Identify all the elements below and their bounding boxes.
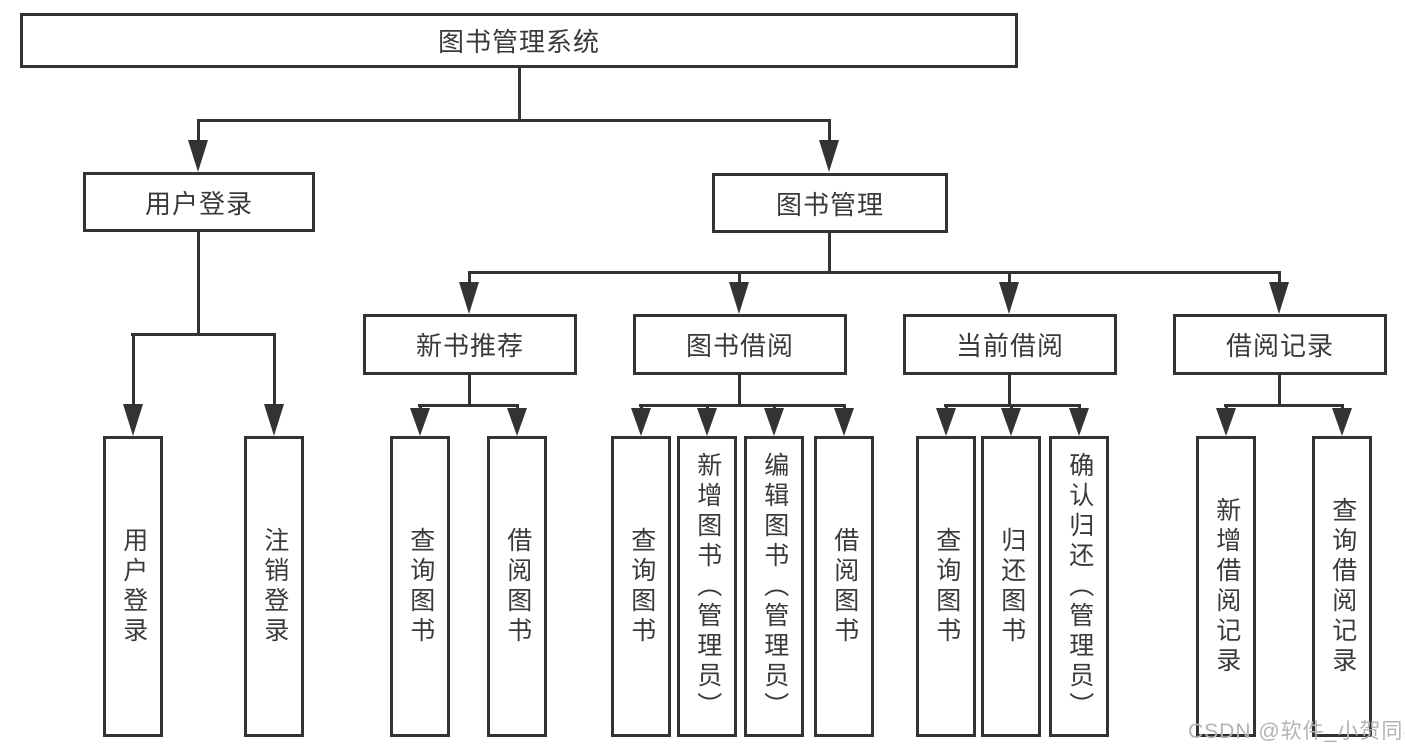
connector-arrow xyxy=(697,408,717,436)
connector-line xyxy=(197,229,200,335)
node-label: 新增借阅记录 xyxy=(1212,496,1241,677)
connector-arrow xyxy=(1269,282,1289,314)
connector-line xyxy=(131,333,276,336)
connector-line xyxy=(1008,271,1011,284)
leaf-edit-book-admin: 编辑图书（管理员） xyxy=(744,436,804,737)
connector-arrow xyxy=(729,282,749,314)
connector-line xyxy=(1008,372,1011,406)
node-book-management: 图书管理 xyxy=(712,173,948,233)
connector-line xyxy=(828,119,831,142)
leaf-user-login: 用户登录 xyxy=(103,436,163,737)
csdn-watermark: CSDN @软件_小贺同学 xyxy=(1188,720,1405,743)
connector-line xyxy=(197,119,831,122)
leaf-return-book: 归还图书 xyxy=(981,436,1041,737)
leaf-logout: 注销登录 xyxy=(244,436,304,737)
node-label: 确认归还（管理员） xyxy=(1065,451,1094,722)
node-label: 查询图书 xyxy=(627,526,656,647)
node-label: 借阅记录 xyxy=(1225,331,1334,361)
node-label: 新书推荐 xyxy=(415,331,524,361)
connector-arrow xyxy=(819,140,839,172)
connector-line xyxy=(738,271,741,284)
node-label: 图书管理系统 xyxy=(437,27,600,57)
node-label: 查询借阅记录 xyxy=(1328,496,1357,677)
node-label: 图书借阅 xyxy=(685,331,794,361)
connector-arrow xyxy=(1069,408,1089,436)
node-label: 注销登录 xyxy=(260,526,289,647)
connector-line xyxy=(468,271,1281,274)
connector-arrow xyxy=(999,282,1019,314)
node-book-borrow: 图书借阅 xyxy=(633,314,847,375)
node-label: 当前借阅 xyxy=(955,331,1064,361)
connector-arrow xyxy=(631,408,651,436)
connector-arrow xyxy=(936,408,956,436)
leaf-borrow-book-2: 借阅图书 xyxy=(814,436,874,737)
connector-line xyxy=(738,372,741,406)
connector-line xyxy=(1278,271,1281,284)
connector-line xyxy=(197,119,200,142)
connector-arrow xyxy=(1001,408,1021,436)
connector-line xyxy=(1278,372,1281,406)
leaf-query-book-3: 查询图书 xyxy=(916,436,976,737)
node-label: 图书管理 xyxy=(775,189,884,220)
connector-arrow xyxy=(834,408,854,436)
connector-arrow xyxy=(459,282,479,314)
node-label: 用户登录 xyxy=(144,188,253,219)
leaf-add-book-admin: 新增图书（管理员） xyxy=(677,436,737,737)
node-label: 编辑图书（管理员） xyxy=(760,451,789,722)
node-label: 借阅图书 xyxy=(830,526,859,647)
connector-line xyxy=(468,271,471,284)
node-new-book-recommend: 新书推荐 xyxy=(363,314,577,375)
leaf-query-borrow-record: 查询借阅记录 xyxy=(1312,436,1372,737)
connector-arrow xyxy=(123,404,143,436)
node-label: 用户登录 xyxy=(119,526,148,647)
connector-arrow xyxy=(764,408,784,436)
node-user-login: 用户登录 xyxy=(83,172,315,232)
node-root-library-system: 图书管理系统 xyxy=(20,13,1018,68)
connector-line xyxy=(828,230,831,273)
leaf-confirm-return-admin: 确认归还（管理员） xyxy=(1049,436,1109,737)
node-current-borrow: 当前借阅 xyxy=(903,314,1117,375)
node-label: 查询图书 xyxy=(406,526,435,647)
connector-arrow xyxy=(1216,408,1236,436)
connector-line xyxy=(639,404,846,407)
connector-line xyxy=(132,333,135,406)
connector-arrow xyxy=(264,404,284,436)
node-label: 借阅图书 xyxy=(503,526,532,647)
connector-line xyxy=(518,66,521,120)
connector-line xyxy=(418,404,519,407)
leaf-borrow-book-1: 借阅图书 xyxy=(487,436,547,737)
leaf-query-book-1: 查询图书 xyxy=(390,436,450,737)
node-borrow-records: 借阅记录 xyxy=(1173,314,1387,375)
connector-arrow xyxy=(1332,408,1352,436)
connector-arrow xyxy=(507,408,527,436)
connector-line xyxy=(273,333,276,406)
node-label: 查询图书 xyxy=(932,526,961,647)
node-label: 新增图书（管理员） xyxy=(693,451,722,722)
connector-arrow xyxy=(188,140,208,172)
leaf-add-borrow-record: 新增借阅记录 xyxy=(1196,436,1256,737)
connector-line xyxy=(1224,404,1344,407)
connector-arrow xyxy=(410,408,430,436)
leaf-query-book-2: 查询图书 xyxy=(611,436,671,737)
node-label: 归还图书 xyxy=(997,526,1026,647)
connector-line xyxy=(468,372,471,406)
